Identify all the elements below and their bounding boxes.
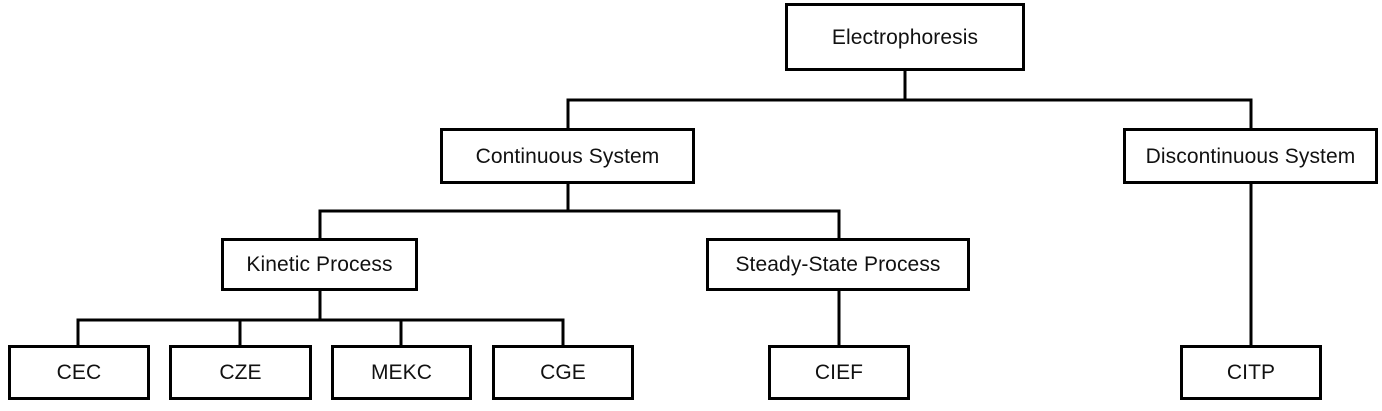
node-discontinuous-system[interactable]: Discontinuous System [1123, 128, 1378, 184]
node-cec[interactable]: CEC [8, 345, 150, 400]
node-label-cec: CEC [56, 361, 102, 384]
node-steady-state-process[interactable]: Steady-State Process [706, 238, 970, 291]
node-label-continuous-system: Continuous System [475, 144, 660, 168]
node-label-kinetic-process: Kinetic Process [246, 253, 393, 276]
node-kinetic-process[interactable]: Kinetic Process [221, 238, 418, 291]
node-cge[interactable]: CGE [492, 345, 634, 400]
connector-lines [76, 69, 1253, 347]
node-mekc[interactable]: MEKC [331, 345, 472, 400]
node-cze[interactable]: CZE [169, 345, 312, 400]
node-label-cze: CZE [219, 361, 262, 384]
node-cief[interactable]: CIEF [768, 345, 910, 400]
node-continuous-system[interactable]: Continuous System [440, 128, 695, 184]
node-label-cief: CIEF [814, 361, 864, 384]
node-label-mekc: MEKC [370, 361, 433, 384]
node-label-electrophoresis: Electrophoresis [831, 25, 979, 49]
node-citp[interactable]: CITP [1180, 345, 1322, 400]
node-electrophoresis[interactable]: Electrophoresis [785, 3, 1025, 71]
node-label-discontinuous-system: Discontinuous System [1145, 144, 1356, 168]
node-label-steady-state-process: Steady-State Process [735, 253, 941, 276]
node-label-citp: CITP [1226, 361, 1276, 384]
node-label-cge: CGE [540, 361, 586, 384]
